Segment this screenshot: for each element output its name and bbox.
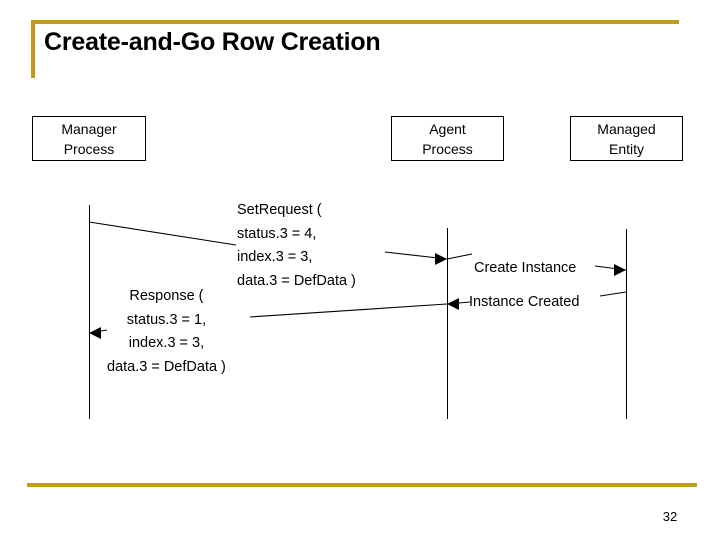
set-request-line-2: status.3 = 4, bbox=[237, 225, 317, 242]
message-text-response: Response ( status.3 = 1, index.3 = 3, da… bbox=[107, 285, 226, 379]
lifeline-managed-entity bbox=[626, 229, 627, 419]
message-label-instance-created: Instance Created bbox=[469, 294, 580, 310]
lifeline-manager bbox=[89, 205, 90, 419]
participant-label-line1: Manager bbox=[61, 120, 117, 137]
response-line-4: data.3 = DefData ) bbox=[107, 358, 226, 375]
arrow-response bbox=[88, 303, 448, 339]
lifeline-agent bbox=[447, 228, 448, 419]
set-request-line-3: index.3 = 3, bbox=[237, 249, 313, 265]
response-line-3: index.3 = 3, bbox=[128, 335, 205, 351]
response-line-2: status.3 = 1, bbox=[126, 311, 207, 328]
set-request-line-1: SetRequest ( bbox=[237, 202, 322, 218]
arrow-create-instance bbox=[446, 253, 627, 276]
participant-label-line2: Process bbox=[63, 140, 115, 157]
arrow-set-request bbox=[88, 221, 448, 265]
page-title: Create-and-Go Row Creation bbox=[44, 28, 381, 56]
footer-rule bbox=[27, 483, 697, 487]
message-label-create-instance: Create Instance bbox=[474, 260, 577, 276]
title-rule-top bbox=[31, 20, 679, 24]
message-text-set-request: SetRequest ( status.3 = 4, index.3 = 3, … bbox=[237, 199, 356, 293]
participant-box-managed-entity[interactable]: Managed Entity bbox=[570, 116, 683, 161]
participant-label-line2: Process bbox=[422, 140, 473, 157]
participant-label-line1: Managed bbox=[597, 120, 656, 137]
title-rule-left bbox=[31, 20, 35, 78]
response-line-1: Response ( bbox=[129, 288, 204, 304]
participant-label-line2: Entity bbox=[608, 140, 644, 157]
participant-box-agent[interactable]: Agent Process bbox=[391, 116, 504, 161]
participant-label-line1: Agent bbox=[429, 120, 466, 137]
arrow-instance-created bbox=[446, 291, 627, 310]
page-number: 32 bbox=[662, 509, 678, 524]
set-request-line-4: data.3 = DefData ) bbox=[237, 272, 356, 289]
participant-box-manager[interactable]: Manager Process bbox=[32, 116, 146, 161]
